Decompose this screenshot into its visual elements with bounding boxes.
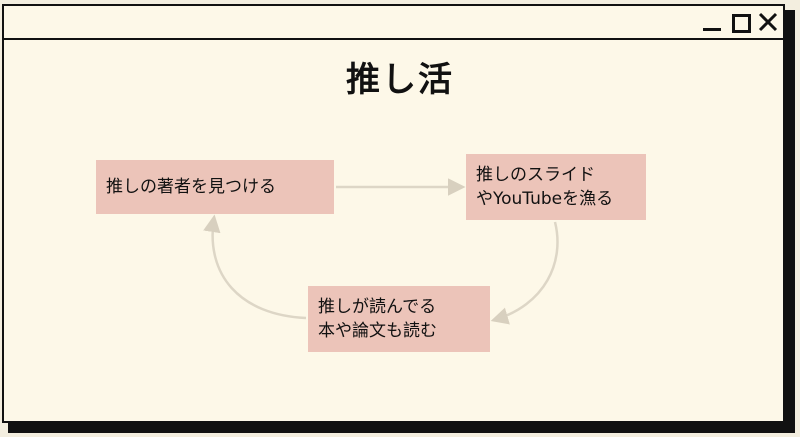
cycle-node-browse-slides: 推しのスライド やYouTubeを漁る xyxy=(466,154,646,220)
close-icon[interactable] xyxy=(757,11,779,33)
node-line: 本や論文も読む xyxy=(318,321,437,341)
slide-title: 推し活 xyxy=(346,60,454,100)
node-line: 推しのスライド xyxy=(476,165,595,185)
minimize-icon[interactable] xyxy=(701,11,723,33)
node-line: 推しの著者を見つける xyxy=(106,177,276,197)
node-line: やYouTubeを漁る xyxy=(476,189,614,209)
maximize-icon[interactable] xyxy=(729,11,751,33)
title-bar[interactable] xyxy=(4,6,783,40)
node-line: 推しが読んでる xyxy=(318,297,437,317)
cycle-node-read-books: 推しが読んでる 本や論文も読む xyxy=(308,286,490,352)
window-controls xyxy=(701,10,779,34)
cycle-node-find-author: 推しの著者を見つける xyxy=(96,160,334,214)
